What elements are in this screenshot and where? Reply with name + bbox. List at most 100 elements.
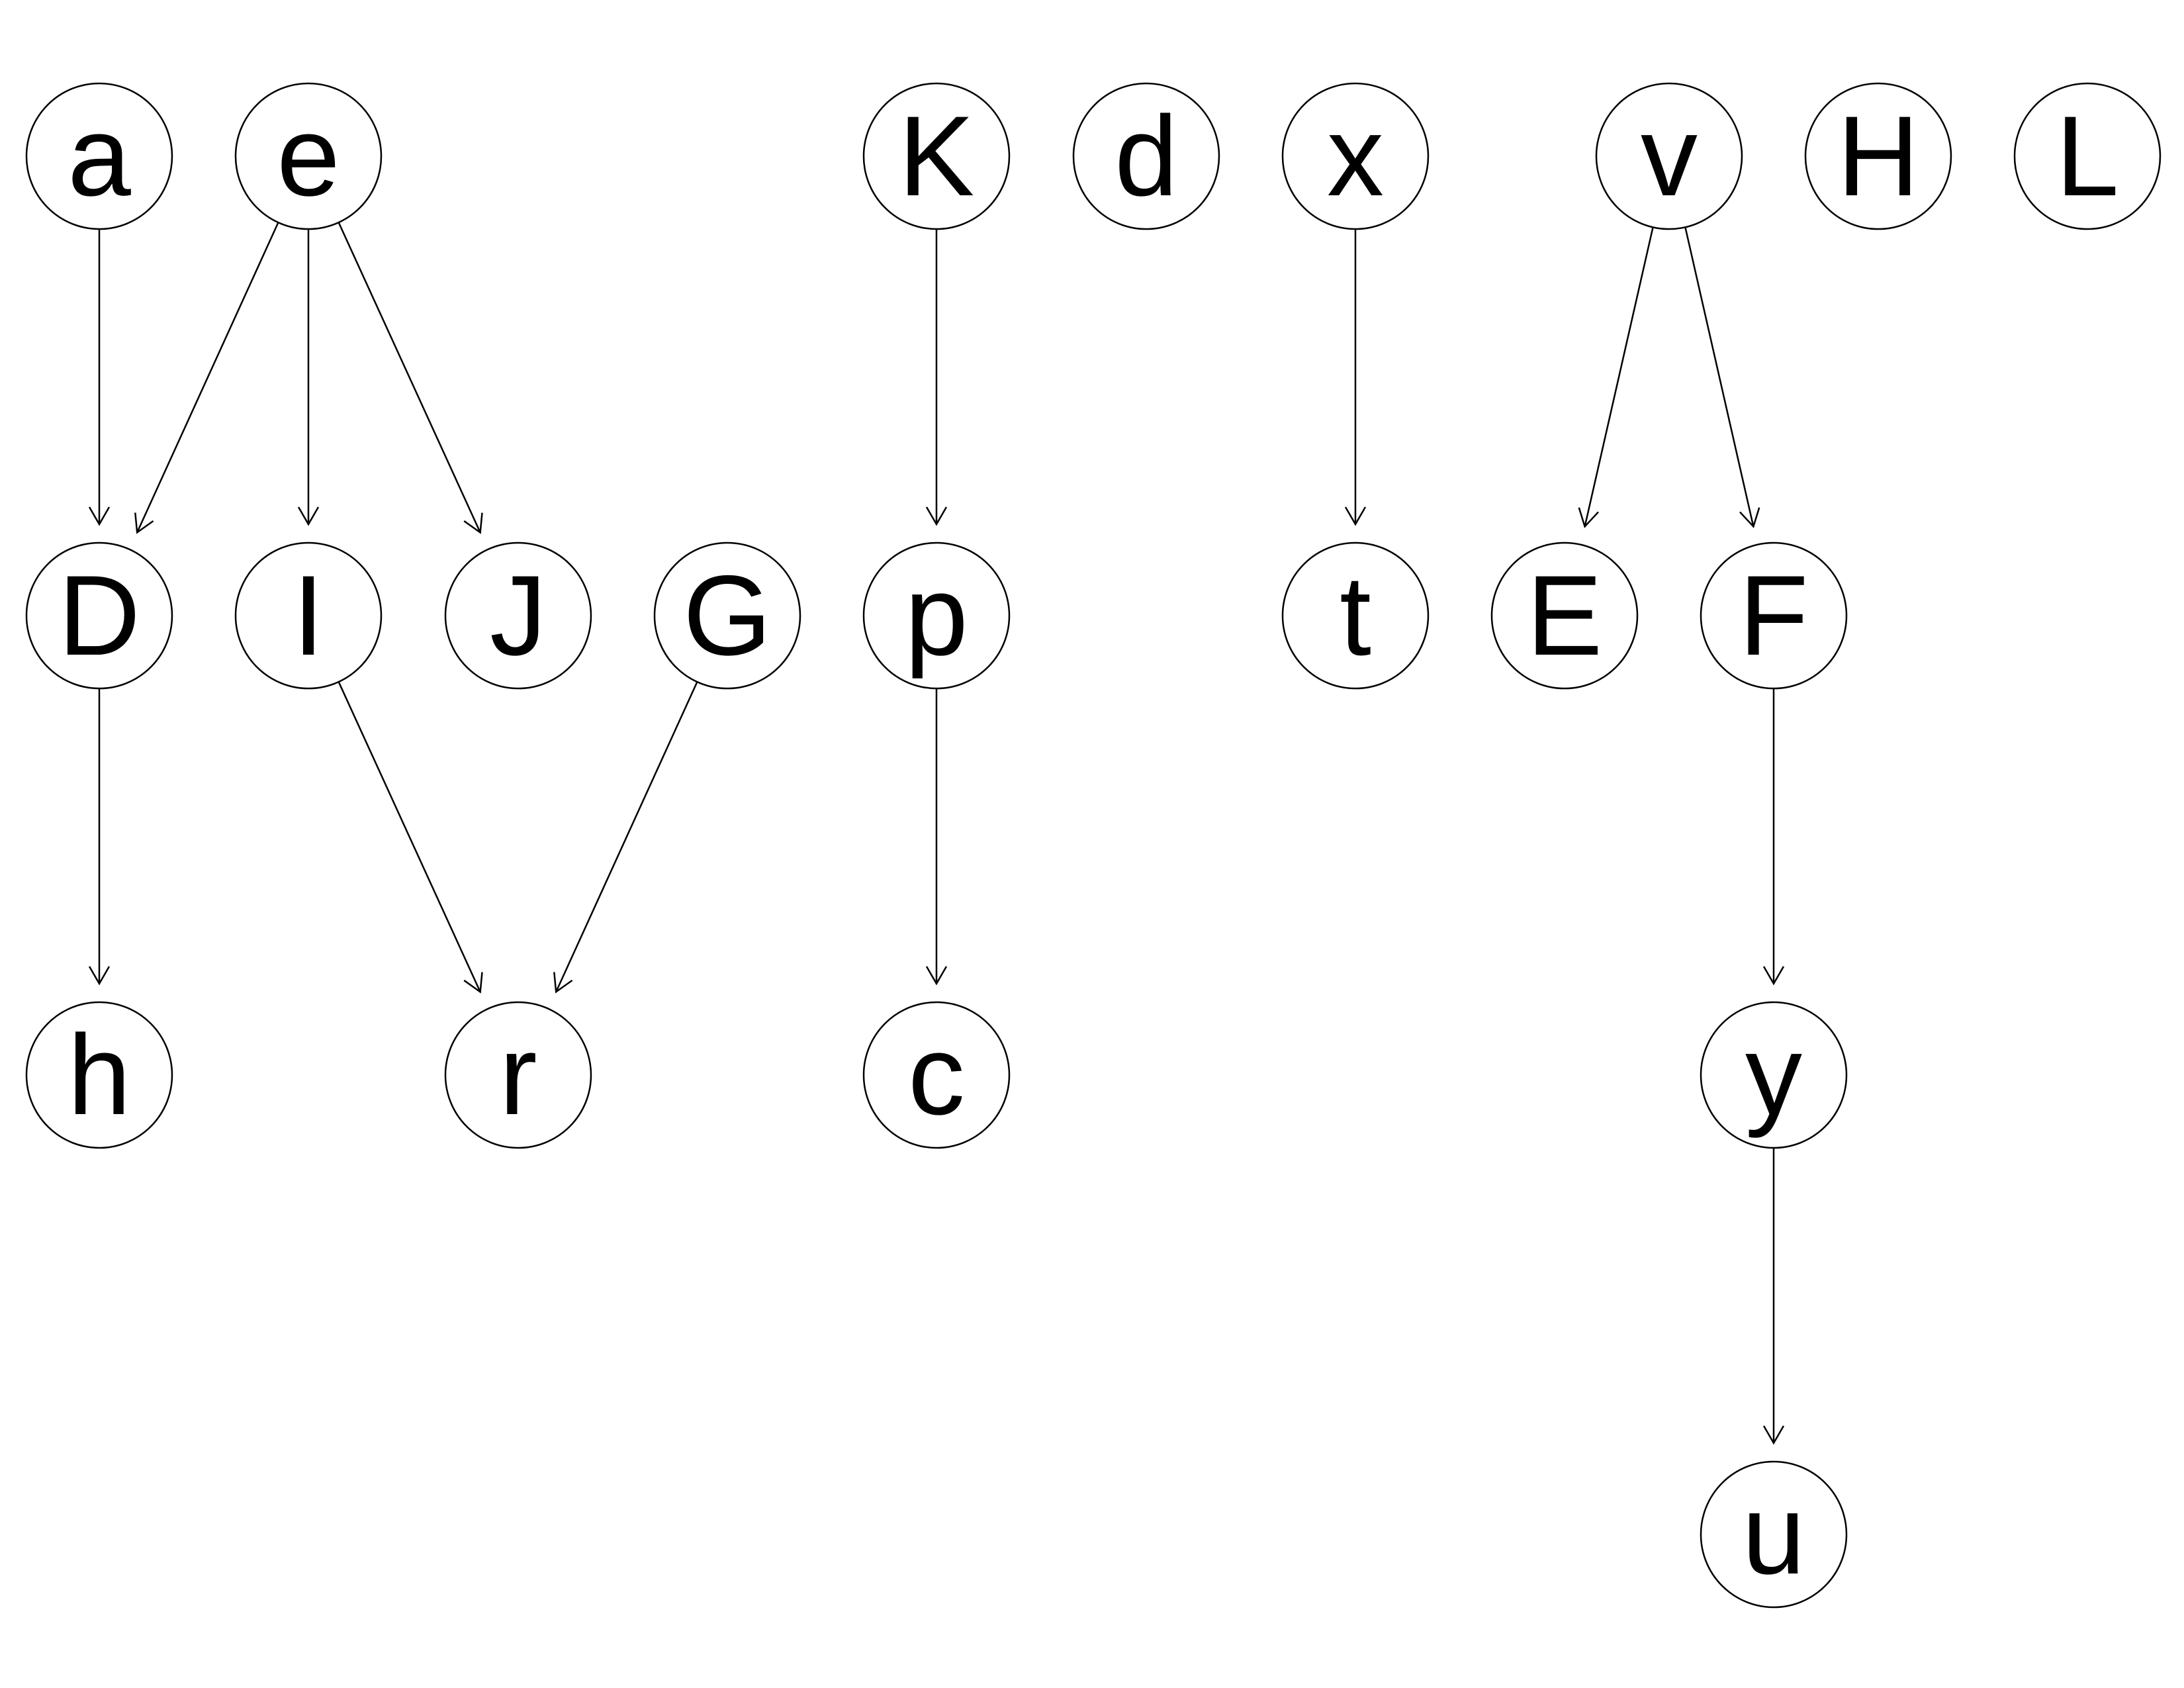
node-circle — [1072, 82, 1220, 230]
node-circle — [1281, 541, 1430, 690]
edge-line — [136, 222, 279, 533]
node-label: e — [277, 93, 340, 220]
node-G: G — [653, 541, 801, 690]
arrow-head-icon — [925, 506, 948, 526]
node-F: F — [1700, 541, 1848, 690]
node-h: h — [25, 1001, 173, 1149]
node-circle — [234, 541, 383, 690]
node-label: y — [1745, 1011, 1802, 1139]
node-circle — [2013, 82, 2161, 230]
node-D: D — [25, 541, 173, 690]
node-d: d — [1072, 82, 1220, 230]
node-label: v — [1641, 93, 1698, 220]
node-label: L — [2056, 93, 2119, 220]
arrow-head-icon — [1739, 507, 1760, 528]
edge-line — [1584, 226, 1654, 527]
node-label: d — [1115, 93, 1178, 220]
node-y: y — [1700, 1001, 1848, 1149]
node-circle — [1700, 1001, 1848, 1149]
arrow-head-icon — [553, 972, 573, 994]
node-label: x — [1327, 93, 1384, 220]
node-label: K — [899, 93, 975, 220]
node-label: G — [683, 552, 772, 679]
edge-v-F — [1684, 226, 1760, 528]
node-circle — [1804, 82, 1952, 230]
node-label: h — [68, 1011, 131, 1139]
arrow-head-icon — [88, 966, 111, 986]
node-a: a — [25, 82, 173, 230]
node-label: F — [1739, 552, 1808, 679]
node-circle — [444, 541, 592, 690]
node-circle — [862, 1001, 1011, 1149]
node-circle — [25, 541, 173, 690]
node-label: c — [908, 1011, 965, 1139]
node-circle — [25, 82, 173, 230]
node-circle — [1700, 1460, 1848, 1609]
node-K: K — [862, 82, 1011, 230]
arrow-head-icon — [297, 506, 320, 526]
node-t: t — [1281, 541, 1430, 690]
node-x: x — [1281, 82, 1430, 230]
edge-x-t — [1344, 229, 1367, 526]
node-c: c — [862, 1001, 1011, 1149]
edge-line — [555, 681, 698, 992]
node-label: E — [1527, 552, 1603, 679]
edge-p-c — [925, 688, 948, 986]
node-H: H — [1804, 82, 1952, 230]
node-label: H — [1837, 93, 1919, 220]
node-p: p — [862, 541, 1011, 690]
arrow-head-icon — [1344, 506, 1367, 526]
edge-e-J — [338, 222, 483, 534]
node-I: I — [234, 541, 383, 690]
node-L: L — [2013, 82, 2161, 230]
node-circle — [1595, 82, 1743, 230]
arrow-head-icon — [1578, 507, 1599, 528]
node-E: E — [1490, 541, 1639, 690]
edge-y-u — [1762, 1148, 1785, 1445]
edge-v-E — [1578, 226, 1654, 528]
node-label: I — [293, 552, 324, 679]
node-circle — [862, 82, 1011, 230]
edge-e-D — [134, 222, 279, 534]
arrow-head-icon — [1762, 966, 1785, 986]
edge-a-D — [88, 229, 111, 526]
node-u: u — [1700, 1460, 1848, 1609]
node-v: v — [1595, 82, 1743, 230]
edge-I-r — [338, 681, 483, 994]
node-circle — [444, 1001, 592, 1149]
arrow-head-icon — [88, 506, 111, 526]
node-label: D — [58, 552, 140, 679]
node-circle — [234, 82, 383, 230]
arrow-head-icon — [1762, 1425, 1785, 1445]
edges-layer — [88, 222, 1785, 1445]
node-label: u — [1742, 1471, 1805, 1598]
node-r: r — [444, 1001, 592, 1149]
node-circle — [25, 1001, 173, 1149]
node-circle — [1490, 541, 1639, 690]
node-circle — [1281, 82, 1430, 230]
node-e: e — [234, 82, 383, 230]
edge-G-r — [553, 681, 698, 994]
node-circle — [862, 541, 1011, 690]
edge-F-y — [1762, 688, 1785, 986]
arrow-head-icon — [134, 512, 154, 534]
edge-line — [338, 681, 481, 992]
arrow-head-icon — [463, 972, 483, 994]
arrow-head-icon — [463, 512, 483, 534]
node-J: J — [444, 541, 592, 690]
node-label: J — [490, 552, 547, 679]
edge-line — [1684, 226, 1754, 527]
node-label: t — [1340, 552, 1371, 679]
node-label: a — [68, 93, 131, 220]
edge-line — [338, 222, 481, 533]
node-label: r — [499, 1011, 537, 1139]
node-circle — [1700, 541, 1848, 690]
node-circle — [653, 541, 801, 690]
edge-D-h — [88, 688, 111, 986]
edge-e-I — [297, 229, 320, 526]
node-label: p — [905, 552, 968, 679]
arrow-head-icon — [925, 966, 948, 986]
edge-K-p — [925, 229, 948, 526]
